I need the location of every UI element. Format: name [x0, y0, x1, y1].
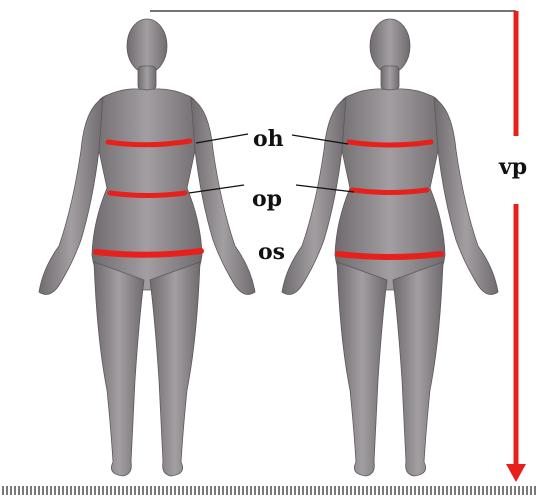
arrow-down-icon [506, 11, 526, 482]
front-waist-band [110, 193, 185, 196]
chest-label: oh [253, 126, 284, 152]
height-label: vp [498, 154, 527, 180]
hip-label: os [258, 239, 285, 265]
ruler-ticks-icon [3, 486, 535, 495]
back-waist-band [352, 190, 427, 193]
waist-label: op [252, 186, 282, 212]
back-hip-band [338, 254, 441, 257]
female-body-back-icon [282, 19, 498, 476]
height-arrowhead [506, 464, 526, 482]
female-body-front-icon [39, 19, 255, 476]
